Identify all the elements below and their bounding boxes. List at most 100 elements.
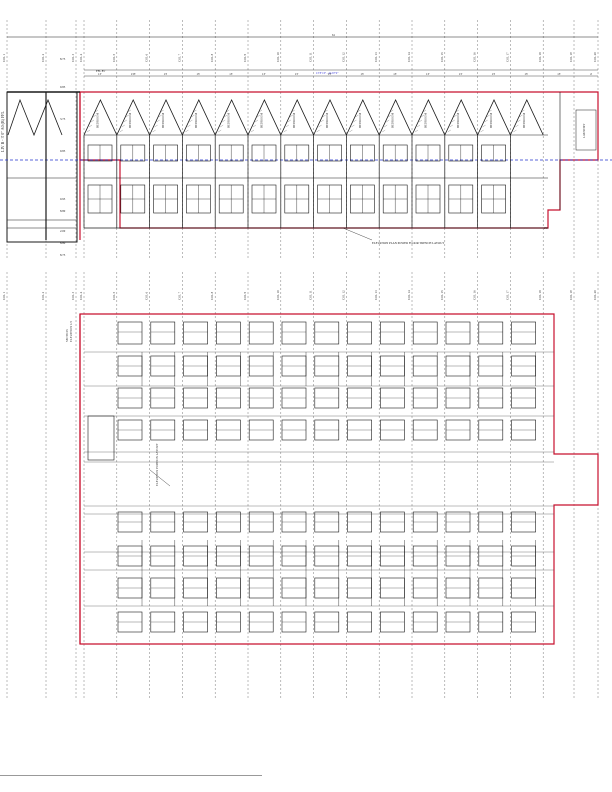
top-dimension-text: FFL 85' <box>96 69 106 73</box>
roof-hatch <box>224 114 228 118</box>
column-heading-lower: COL 9 <box>243 291 247 300</box>
roof-hatch <box>453 114 457 118</box>
column-heading-lower: COL 10 <box>276 290 280 300</box>
plan-unit-window-upper <box>216 321 241 345</box>
roof-hatch <box>193 109 197 113</box>
column-heading-lower: COL 11 <box>309 290 313 300</box>
column-heading-upper: COL 8 <box>210 53 214 62</box>
chain-dimension-value: 13' <box>459 72 463 76</box>
plan-unit-window-upper <box>314 321 340 345</box>
gable-roof <box>247 99 282 136</box>
column-heading-upper: COL 11 <box>309 52 313 62</box>
roof-hatch <box>353 119 357 123</box>
roof-hatch <box>349 129 353 133</box>
plan-unit-window-upper <box>150 321 176 345</box>
unit-room-label: BEDROOM <box>128 113 132 128</box>
roof-hatch <box>418 119 423 123</box>
gable-roof <box>444 99 478 136</box>
roof-hatch <box>318 124 322 128</box>
column-heading-lower: COL 4 <box>79 291 83 300</box>
plan-unit-window-upper <box>511 321 536 345</box>
roof-hatch <box>220 124 224 128</box>
right-wing-window <box>575 109 597 151</box>
column-heading-lower: COL 17 <box>505 290 509 300</box>
unit-room-label: BEDROOM <box>325 113 329 128</box>
chain-dimension-value: 13' <box>262 72 266 76</box>
unit-room-label: BEDROOM <box>292 113 296 128</box>
chain-dimension-value: 13' <box>492 72 496 76</box>
plan-unit-window-upper <box>445 321 471 345</box>
column-heading-lower: COL 1 <box>2 291 6 300</box>
left-dimension-value: 9.85 <box>60 149 66 153</box>
roof-hatch <box>390 109 394 113</box>
roof-hatch <box>451 119 455 123</box>
roof-hatch <box>160 109 164 113</box>
roof-hatch <box>324 109 328 113</box>
roof-hatch <box>521 109 525 113</box>
chain-dimension-value: 13' <box>328 72 332 76</box>
annotation-lower: ELEVATION PORTION LAYOUT <box>155 443 159 486</box>
gable-roof <box>411 99 446 136</box>
plan-unit-window-upper <box>248 321 274 345</box>
left-dimension-value: 8.75 <box>60 253 66 257</box>
level-marker-left: LIV B - 3' 0" A0 (B) FFL <box>0 111 5 152</box>
roof-hatch <box>125 114 129 118</box>
left-wing-roof <box>7 98 63 137</box>
roof-hatch <box>121 124 125 128</box>
roof-hatch <box>449 124 453 128</box>
roof-hatch <box>357 109 361 113</box>
plan-unit-window-upper <box>412 321 438 345</box>
column-heading-lower: COL 5 <box>112 291 116 300</box>
annotation-leader-lower <box>149 469 171 487</box>
unit-room-label: BEDROOM <box>358 113 362 128</box>
column-heading-lower: COL 16 <box>473 290 477 300</box>
roof-hatch <box>92 114 97 118</box>
roof-hatch <box>519 114 523 118</box>
roof-hatch <box>256 114 261 118</box>
roof-hatch <box>416 124 421 128</box>
roof-hatch <box>285 124 289 128</box>
column-heading-upper: COL 7 <box>177 53 181 62</box>
column-heading-lower: COL 7 <box>177 291 181 300</box>
roof-hatch <box>119 129 123 133</box>
roof-hatch <box>320 119 324 123</box>
roof-hatch <box>226 109 230 113</box>
overall-dimension-text: 61 <box>332 33 336 37</box>
roof-hatch <box>488 109 492 113</box>
column-heading-upper: COL 10 <box>276 52 280 62</box>
column-heading-upper: COL 3 <box>71 53 75 62</box>
roof-hatch <box>322 114 326 118</box>
left-dimension-value: 2.00 <box>60 229 66 233</box>
column-heading-upper: COL 6 <box>145 53 149 62</box>
gable-roof <box>313 99 347 136</box>
roof-hatch <box>482 124 486 128</box>
unit-room-label: BEDROOM <box>391 113 395 128</box>
left-dimension-value: 8.80 <box>60 241 66 245</box>
column-heading-lower: COL 13 <box>374 290 378 300</box>
column-heading-lower: COL 14 <box>407 290 411 300</box>
column-heading-lower: COL 15 <box>440 290 444 300</box>
left-dimension-value: 9.85 <box>60 85 66 89</box>
right-wing-label: LAUNDRY <box>582 123 586 138</box>
gable-roof <box>116 99 150 136</box>
roof-hatch <box>88 124 93 128</box>
highlighted-dimension-text: CTF CF - 44.67'9" <box>316 71 339 75</box>
roof-hatch <box>187 124 191 128</box>
roof-hatch <box>185 129 189 133</box>
column-heading-upper: COL 17 <box>505 52 509 62</box>
left-dimension-value: 8.75 <box>60 57 66 61</box>
roof-hatch <box>291 109 295 113</box>
section-label-lower: ELEVATION 1/3 <box>69 321 73 342</box>
roof-hatch <box>252 124 257 128</box>
gable-roof <box>280 99 314 136</box>
plan-unit-window-upper <box>117 321 143 345</box>
column-heading-upper: COL 5 <box>112 53 116 62</box>
plan-unit-window-upper <box>281 321 307 345</box>
roof-hatch <box>289 114 293 118</box>
section-label-upper: SECTION <box>65 329 69 343</box>
column-heading-upper: COL 19 <box>569 52 573 62</box>
chain-dimension-value: 135' <box>131 72 137 76</box>
left-dimension-value: 0.95 <box>60 197 66 201</box>
roof-hatch <box>254 119 259 123</box>
